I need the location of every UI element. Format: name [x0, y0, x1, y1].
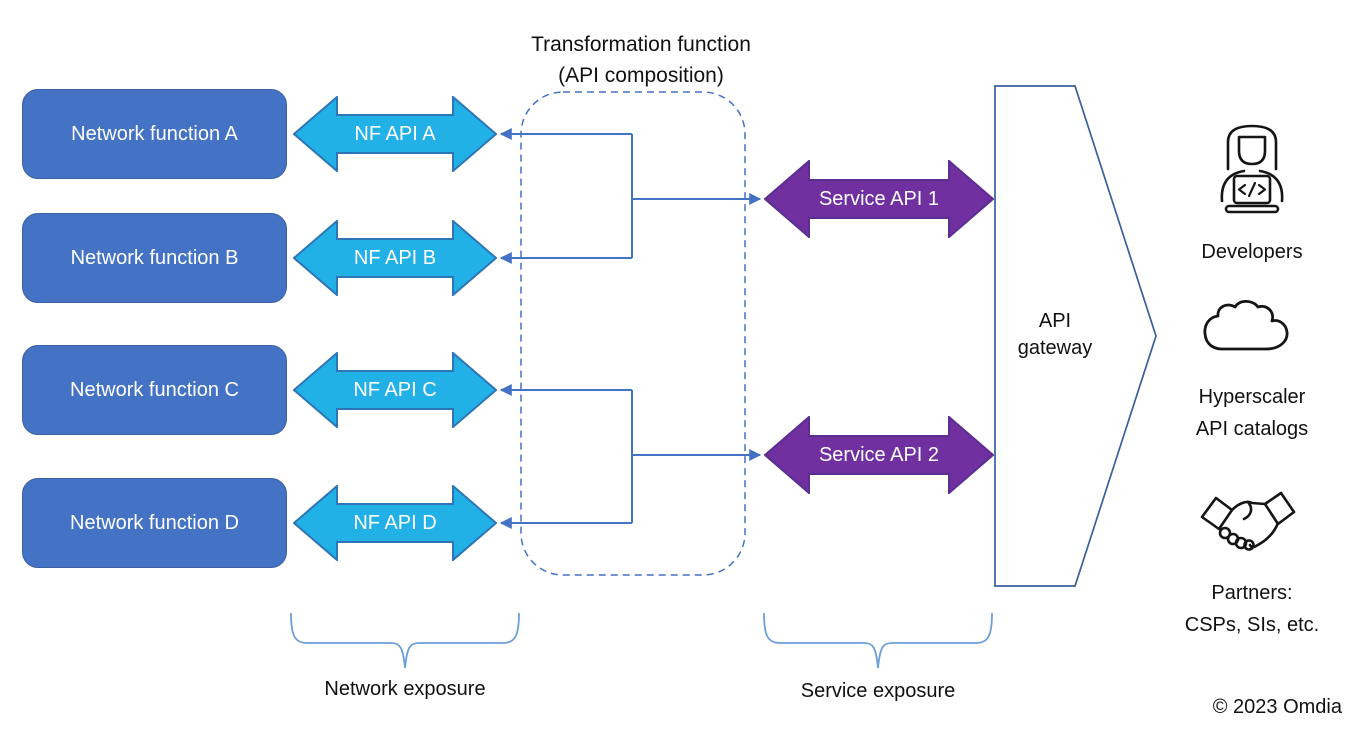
service-api-1-arrow: Service API 1: [764, 160, 994, 238]
nf-api-b-label: NF API B: [353, 246, 437, 269]
hyperscaler-label-line1: Hyperscaler: [1198, 386, 1306, 408]
developers-label-text: Developers: [1201, 241, 1303, 263]
transformation-function-title: Transformation function (API composition…: [483, 29, 799, 91]
double-arrow-icon: [293, 352, 497, 428]
nf-api-a-arrow: NF API A: [293, 96, 497, 172]
hyperscaler-label: Hyperscaler API catalogs: [1150, 381, 1354, 445]
network-function-b-label: Network function B: [70, 246, 239, 269]
service-api-1-label: Service API 1: [818, 187, 940, 210]
hyperscaler-label-line2: API catalogs: [1195, 418, 1309, 440]
transformation-function-boundary: [520, 91, 746, 576]
nf-api-d-arrow: NF API D: [293, 485, 497, 561]
api-gateway-label-line1: API: [1038, 310, 1072, 332]
network-function-d-label: Network function D: [70, 511, 239, 534]
network-exposure-label: Network exposure: [324, 678, 486, 700]
api-gateway-shape: [994, 85, 1157, 587]
nf-api-c-arrow: NF API C: [293, 352, 497, 428]
service-exposure-label: Service exposure: [800, 680, 956, 702]
nf-api-b-arrow: NF API B: [293, 220, 497, 296]
title-line-1: Transformation function: [531, 33, 751, 56]
network-function-a-label: Network function A: [71, 122, 238, 145]
double-arrow-icon: [293, 96, 497, 172]
service-api-2-arrow: Service API 2: [764, 416, 994, 494]
api-gateway-label: API gateway: [995, 308, 1115, 362]
service-api-2-label: Service API 2: [818, 443, 940, 466]
service-exposure-brace: [763, 612, 993, 669]
network-function-d-box: Network function D: [22, 478, 287, 568]
network-function-b-box: Network function B: [22, 213, 287, 303]
copyright-notice: © 2023 Omdia: [1212, 696, 1342, 718]
nf-api-c-label: NF API C: [353, 378, 437, 401]
partners-label-line2: CSPs, SIs, etc.: [1184, 614, 1320, 636]
developers-label: Developers: [1160, 236, 1344, 268]
double-arrow-icon: [764, 160, 994, 238]
network-function-a-box: Network function A: [22, 89, 287, 179]
title-line-2: (API composition): [558, 64, 724, 87]
partners-label-line1: Partners:: [1211, 582, 1293, 604]
network-function-c-label: Network function C: [70, 378, 239, 401]
partners-label: Partners: CSPs, SIs, etc.: [1150, 577, 1354, 641]
double-arrow-icon: [764, 416, 994, 494]
nf-api-a-label: NF API A: [354, 122, 436, 145]
double-arrow-icon: [293, 485, 497, 561]
developer-icon: [1220, 124, 1284, 214]
network-exposure-brace: [290, 612, 520, 669]
double-arrow-icon: [293, 220, 497, 296]
network-function-c-box: Network function C: [22, 345, 287, 435]
handshake-icon: [1200, 491, 1296, 551]
nf-api-d-label: NF API D: [353, 511, 437, 534]
cloud-icon: [1203, 299, 1289, 351]
api-gateway-label-line2: gateway: [1017, 337, 1093, 359]
